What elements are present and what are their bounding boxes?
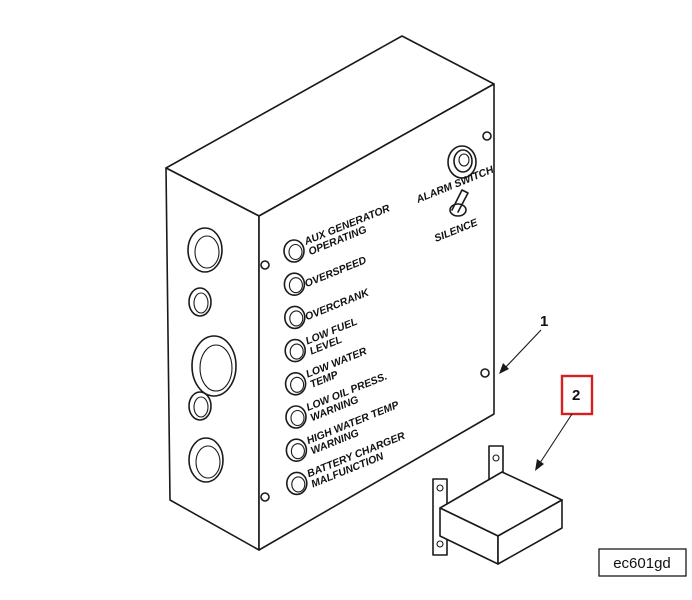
figure-code: ec601gd	[613, 555, 671, 572]
panel-screws	[260, 131, 492, 502]
callout-1-number: 1	[540, 313, 548, 330]
indicator-lamp-4	[284, 338, 307, 363]
figure-code-box: ec601gd	[598, 548, 687, 577]
indicator-lamp-8	[285, 471, 308, 496]
indicator-lamp-1	[283, 239, 305, 263]
mounting-bracket	[432, 445, 563, 565]
indicator-lamp-5	[284, 371, 307, 396]
indicator-lamp-2	[283, 272, 306, 297]
svg-text:2: 2	[572, 387, 580, 404]
indicator-lamp-7	[285, 438, 308, 463]
svg-text:1: 1	[540, 313, 548, 330]
callout-2: 2	[535, 374, 594, 471]
indicator-lamp-3	[283, 305, 306, 330]
svg-text:ec601gd: ec601gd	[613, 555, 671, 572]
side-knockouts	[187, 227, 237, 483]
callout-2-highlight-box	[560, 374, 594, 416]
indicator-lamp-6	[285, 405, 307, 429]
callout-2-number: 2	[572, 387, 580, 404]
callout-1: 1	[499, 313, 548, 374]
